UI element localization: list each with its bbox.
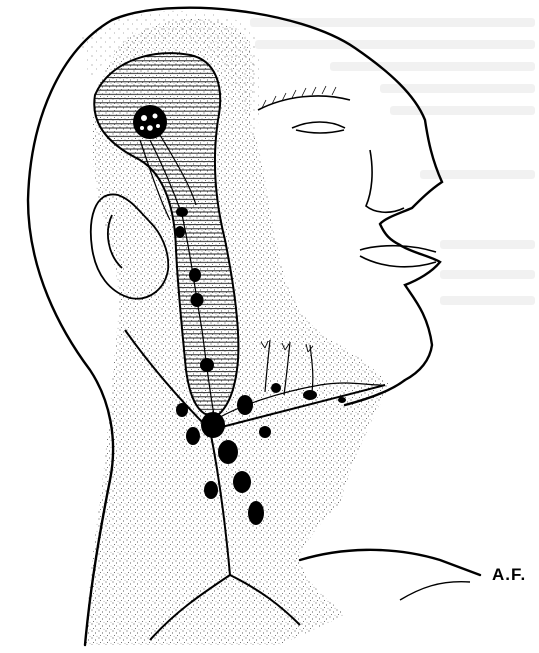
paper-show-through: [250, 18, 535, 305]
lesion-icon: [133, 105, 167, 139]
clavicle: [400, 582, 470, 600]
nose: [366, 150, 404, 212]
eye: [258, 96, 350, 133]
artist-signature: A.F.: [492, 565, 526, 585]
